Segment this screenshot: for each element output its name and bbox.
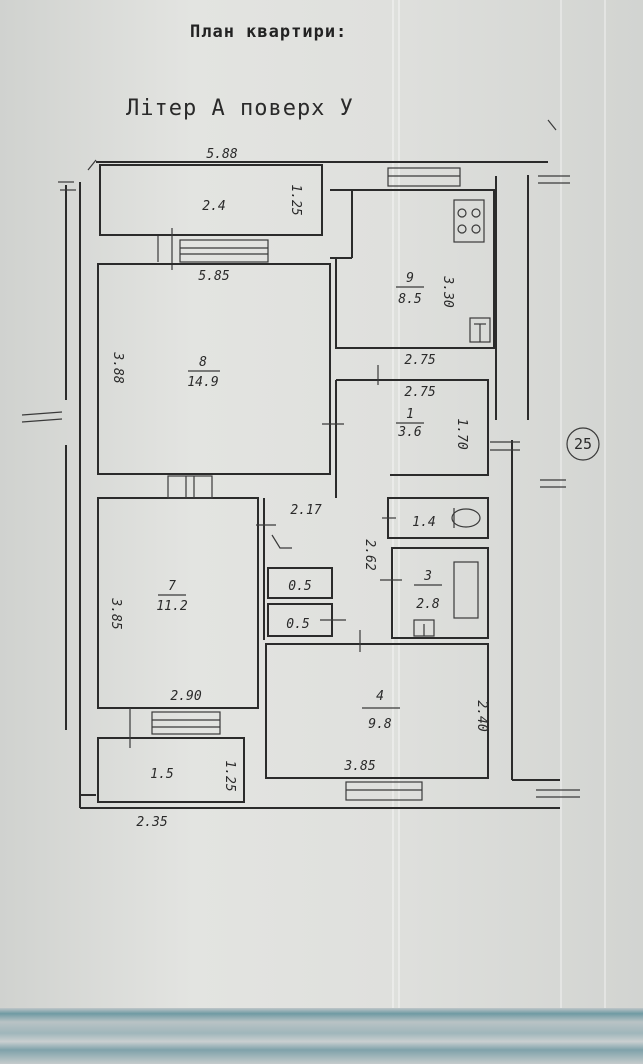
balcony-bottom <box>97 708 245 803</box>
balcony-top <box>99 164 323 270</box>
closets <box>267 567 346 637</box>
room-8-label: 8 14.9 <box>187 355 220 390</box>
wc-walls <box>382 497 489 539</box>
svg-text:1.25: 1.25 <box>288 184 303 215</box>
room-1-walls <box>322 365 489 476</box>
svg-text:2.75: 2.75 <box>404 353 435 368</box>
svg-text:2.90: 2.90 <box>170 689 201 704</box>
room-9-label: 9 8.5 <box>396 271 424 307</box>
svg-text:14.9: 14.9 <box>187 375 218 390</box>
area-labels: 2.4 1.5 1.4 0.5 0.5 <box>150 199 435 782</box>
svg-text:3.6: 3.6 <box>397 425 422 440</box>
room-1-label: 1 3.6 <box>396 407 424 440</box>
svg-text:3.30: 3.30 <box>440 275 455 307</box>
section-number-badge: 25 <box>566 427 600 461</box>
room-9-walls <box>330 189 495 349</box>
room-3-label: 3 2.8 <box>414 569 442 612</box>
wall-ticks <box>21 119 580 798</box>
svg-text:2.8: 2.8 <box>416 597 440 612</box>
bath-walls <box>380 547 489 639</box>
room-8-walls <box>97 263 331 475</box>
floor-plan: 25 8 14.9 9 8.5 1 3.6 7 11.2 3 2.8 <box>21 119 600 830</box>
dimension-labels: 5.88 1.25 5.85 3.88 3.30 2.75 2.75 1.70 … <box>108 147 489 830</box>
svg-text:0.5: 0.5 <box>286 617 310 632</box>
room-4-label: 4 9.8 <box>362 689 400 732</box>
svg-text:2.17: 2.17 <box>290 503 321 518</box>
scan-bottom-edge <box>0 1008 643 1064</box>
hall-walls <box>256 475 337 640</box>
svg-text:3: 3 <box>423 569 432 584</box>
svg-text:8: 8 <box>199 355 207 370</box>
svg-text:1.70: 1.70 <box>454 418 469 449</box>
svg-text:1.5: 1.5 <box>150 767 174 782</box>
svg-text:5.88: 5.88 <box>206 147 237 162</box>
svg-text:2.75: 2.75 <box>404 385 435 400</box>
svg-text:2.4: 2.4 <box>202 199 225 214</box>
svg-text:3.85: 3.85 <box>108 597 123 629</box>
svg-text:9.8: 9.8 <box>368 717 392 732</box>
svg-text:4: 4 <box>376 689 384 704</box>
svg-text:3.88: 3.88 <box>110 351 125 383</box>
svg-text:5.85: 5.85 <box>198 269 229 284</box>
plan-title: План квартири: <box>190 22 348 42</box>
svg-text:7: 7 <box>168 579 176 594</box>
svg-text:2.35: 2.35 <box>136 815 167 830</box>
outer-walls <box>65 161 560 809</box>
svg-text:2.62: 2.62 <box>362 539 377 570</box>
svg-text:9: 9 <box>406 271 414 286</box>
plan-subtitle: Літер А поверх У <box>126 96 354 121</box>
room-7-label: 7 11.2 <box>156 579 187 614</box>
room-labels: 8 14.9 9 8.5 1 3.6 7 11.2 3 2.8 4 9.8 <box>156 271 442 732</box>
room-4-walls <box>265 630 489 801</box>
svg-text:1.25: 1.25 <box>222 760 237 791</box>
room-7-walls <box>97 475 259 709</box>
svg-text:1: 1 <box>406 407 414 422</box>
svg-text:0.5: 0.5 <box>288 579 312 594</box>
svg-text:3.85: 3.85 <box>343 759 375 774</box>
top-window <box>387 167 461 187</box>
svg-text:25: 25 <box>574 435 592 453</box>
svg-text:11.2: 11.2 <box>156 599 187 614</box>
svg-text:8.5: 8.5 <box>398 292 422 307</box>
svg-text:1.4: 1.4 <box>412 515 435 530</box>
svg-text:2.40: 2.40 <box>474 700 489 731</box>
